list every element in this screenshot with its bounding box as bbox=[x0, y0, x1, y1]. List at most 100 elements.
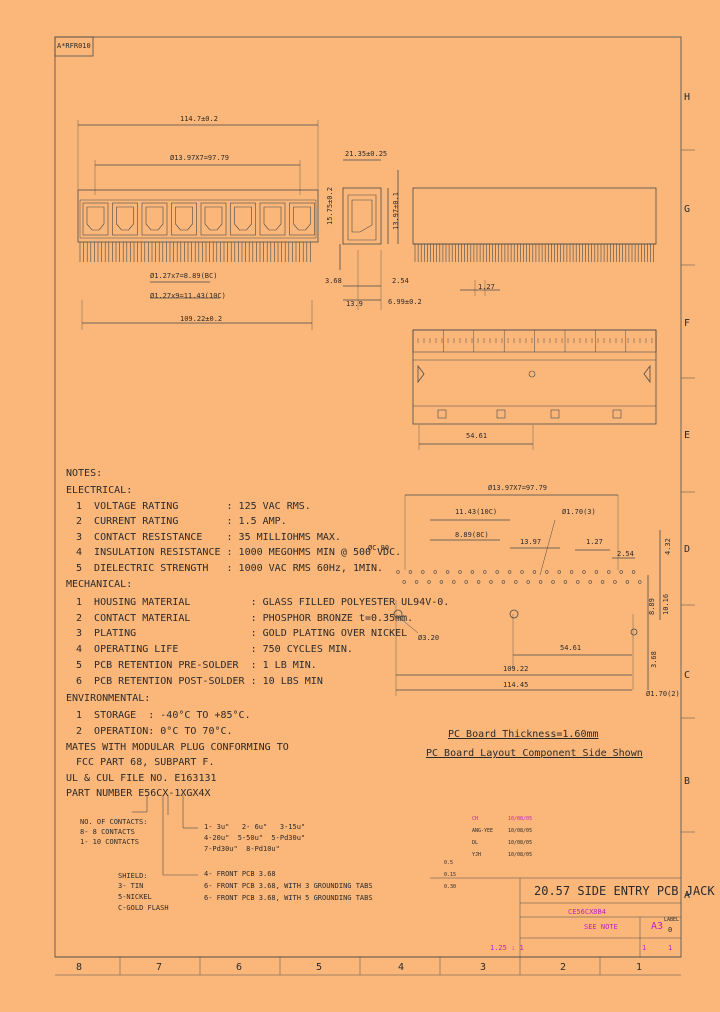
note-mates-2: FCC PART 68, SUBPART F. bbox=[76, 757, 215, 768]
zone-label-b: B bbox=[684, 776, 691, 787]
rev-row-3-name: YJH bbox=[472, 852, 482, 858]
pcb-hole bbox=[408, 570, 413, 574]
port-latch bbox=[234, 206, 252, 231]
pcb-hole bbox=[501, 580, 506, 584]
pcb-hole bbox=[421, 570, 425, 574]
note-ul: UL & CUL FILE NO. E163131 bbox=[66, 773, 217, 784]
dim-side-height: 15.75±0.2 bbox=[326, 187, 334, 225]
title-block bbox=[430, 877, 681, 957]
notes-heading: NOTES: bbox=[66, 468, 103, 479]
dim-1-27: 1.27 bbox=[478, 283, 495, 291]
notes-electrical-title: ELECTRICAL: bbox=[66, 485, 133, 496]
dim-pitch-a: Ø1.27x7=8.89(BC) bbox=[150, 272, 218, 280]
pcb-hole bbox=[569, 570, 574, 574]
order-shield-2: 5-NICKEL bbox=[118, 893, 152, 901]
pcb-v-dim-c: 10.16 bbox=[662, 593, 670, 615]
rev-row-1-name: ANG-YEE bbox=[472, 828, 494, 834]
port-latch bbox=[145, 206, 164, 231]
port-latch bbox=[175, 206, 193, 231]
port-opening bbox=[141, 202, 168, 236]
pcb-dim-109-22: 109.22 bbox=[503, 665, 529, 673]
zone-label-3: 3 bbox=[480, 962, 487, 973]
pcb-v-dim-d: 3.68 bbox=[650, 651, 658, 668]
sheet-rev: 0 bbox=[668, 926, 673, 934]
pcb-hole bbox=[557, 570, 561, 574]
pcb-hole bbox=[452, 580, 456, 584]
rev-row-1-date: 10/08/05 bbox=[508, 828, 533, 834]
dim-13-9: 13.9 bbox=[346, 300, 363, 308]
dim-pitch-b: Ø1.27x9=11.43(10C) bbox=[150, 292, 226, 300]
rev-label: LABEL bbox=[664, 917, 680, 923]
order-front-0: 4- FRONT PCB 3.68 bbox=[204, 870, 276, 878]
port-latch bbox=[263, 206, 282, 231]
pcb-hole bbox=[613, 580, 617, 584]
port-latch bbox=[293, 206, 311, 231]
pcb-hole bbox=[464, 580, 468, 584]
pcb-hole-3-20: Ø3.20 bbox=[418, 634, 440, 642]
zone-label-2: 2 bbox=[560, 962, 567, 973]
drawing-number: CE56CX8B4 bbox=[568, 908, 606, 916]
order-front-1: 6- FRONT PCB 3.68, WITH 3 GROUNDING TABS bbox=[204, 882, 373, 890]
pcb-hole bbox=[489, 580, 493, 584]
pcb-hole bbox=[495, 570, 499, 574]
pcb-hole-0-90: ØC.90 bbox=[368, 544, 390, 552]
note-elec-4: 4 INSULATION RESISTANCE : 1000 MEGOHMS M… bbox=[76, 547, 402, 558]
pcb-hole bbox=[483, 570, 487, 574]
zone-label-7: 7 bbox=[156, 962, 163, 973]
pcb-hole bbox=[638, 580, 642, 584]
order-contacts-1: 8- 8 CONTACTS bbox=[80, 828, 135, 836]
port-opening bbox=[112, 202, 138, 236]
dim-6-99: 6.99±0.2 bbox=[388, 298, 422, 306]
rev-row-0-name: CH bbox=[472, 816, 479, 822]
rev-row-3-date: 10/08/05 bbox=[508, 852, 533, 858]
grounding-tab bbox=[496, 409, 506, 419]
bottom-view bbox=[412, 329, 657, 450]
note-env-1: 1 STORAGE : -40°C TO +85°C. bbox=[76, 710, 251, 721]
note-mech-4: 4 OPERATING LIFE : 750 CYCLES MIN. bbox=[76, 644, 353, 655]
notes-environmental-title: ENVIRONMENTAL: bbox=[66, 693, 151, 704]
zone-label-1: 1 bbox=[636, 962, 643, 973]
pcb-hole bbox=[619, 570, 623, 574]
pcb-dim-1-27: 1.27 bbox=[586, 538, 603, 546]
pcb-hole bbox=[576, 580, 580, 584]
dim-3-68: 3.68 bbox=[325, 277, 342, 285]
port-latch bbox=[204, 206, 223, 231]
code-box bbox=[54, 36, 94, 57]
pcb-hole bbox=[414, 580, 419, 584]
pcb-hole bbox=[607, 570, 611, 574]
pcb-hole bbox=[433, 570, 437, 574]
pcb-hole bbox=[588, 580, 592, 584]
order-shield-1: 3- TIN bbox=[118, 882, 144, 890]
dim-2-54: 2.54 bbox=[392, 277, 409, 285]
note-elec-3: 3 CONTACT RESISTANCE : 35 MILLIOHMS MAX. bbox=[76, 532, 341, 543]
order-shield-3: C-GOLD FLASH bbox=[118, 904, 169, 912]
rev-row-2-name: DL bbox=[472, 840, 479, 846]
port-opening bbox=[171, 202, 197, 236]
note-mech-3: 3 PLATING : GOLD PLATING OVER NICKEL bbox=[76, 628, 408, 639]
pcb-hole bbox=[532, 570, 537, 574]
pcb-hole bbox=[427, 580, 431, 584]
grounding-tab bbox=[437, 409, 447, 419]
pcb-dim-13-97: 13.97 bbox=[520, 538, 542, 546]
pcb-layout bbox=[393, 494, 661, 696]
dim-depth: 21.35±0.25 bbox=[345, 150, 388, 158]
pcb-hole bbox=[551, 580, 555, 584]
rear-view bbox=[412, 187, 657, 296]
zone-label-f: F bbox=[684, 318, 691, 329]
dim-pitch-main: Ø13.97X7=97.79 bbox=[170, 154, 230, 162]
pcb-hole bbox=[631, 570, 636, 574]
zone-label-e: E bbox=[684, 430, 691, 441]
pcb-thickness: PC Board Thickness=1.60mm bbox=[448, 729, 599, 740]
pcb-hole-1-70-a: Ø1.70(3) bbox=[562, 508, 596, 516]
dim-width-lower: 109.22±0.2 bbox=[180, 315, 223, 323]
zone-label-d: D bbox=[684, 544, 691, 555]
order-plating-0: 1- 3u" 2- 6u" 3-15u" bbox=[204, 823, 306, 831]
note-elec-5: 5 DIELECTRIC STRENGTH : 1000 VAC RMS 60H… bbox=[76, 563, 384, 574]
pcb-hole bbox=[470, 570, 475, 574]
pcb-hole bbox=[458, 570, 462, 574]
pcb-hole bbox=[594, 570, 599, 574]
port-latch bbox=[86, 206, 105, 231]
pcb-dim-54-61: 54.61 bbox=[560, 644, 582, 652]
grounding-tab bbox=[612, 409, 622, 419]
